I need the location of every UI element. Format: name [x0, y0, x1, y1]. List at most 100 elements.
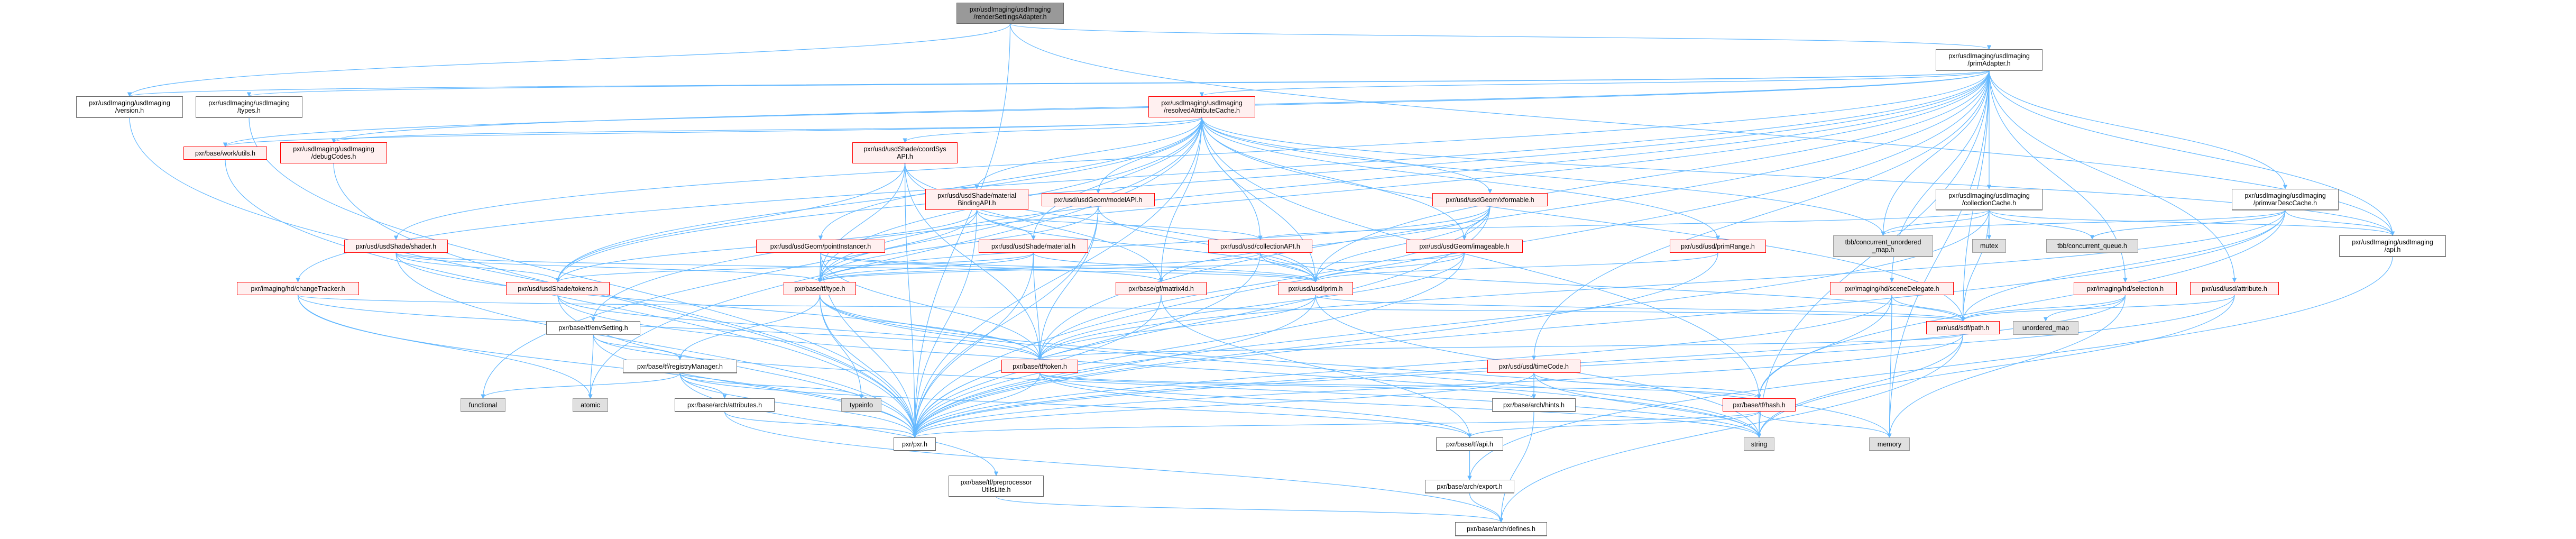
edge-sdfPath-to-string: [1756, 334, 1964, 438]
edge-rac-to-workUtils: [223, 117, 1202, 147]
graph-node-primvar-desc-cache[interactable]: pxr/usdImaging/usdImaging /primvarDescCa…: [2232, 189, 2339, 210]
graph-node-matrix4d[interactable]: pxr/base/gf/matrix4d.h: [1116, 282, 1207, 295]
edge-primAdapter-to-token: [1037, 70, 1990, 360]
edge-primAdapter-to-tokens: [555, 70, 1990, 282]
graph-node-tbb-queue[interactable]: tbb/concurrent_queue.h: [2046, 239, 2138, 252]
edge-primAdapter-to-pxr: [912, 70, 1990, 438]
graph-node-tokens[interactable]: pxr/usd/usdShade/tokens.h: [506, 282, 610, 295]
edge-matrix4d-to-tfApi: [1161, 295, 1472, 438]
edge-imageable-to-pxr: [912, 252, 1465, 438]
graph-node-prim-range[interactable]: pxr/usd/usd/primRange.h: [1670, 240, 1766, 253]
graph-node-material[interactable]: pxr/usd/usdShade/material.h: [979, 240, 1088, 253]
graph-node-debug-codes[interactable]: pxr/usdImaging/usdImaging /debugCodes.h: [280, 142, 387, 163]
edge-matBinding-to-pxr: [912, 209, 978, 438]
edge-envSetting-to-atomic: [588, 334, 594, 399]
edge-imageable-to-token: [1037, 252, 1465, 360]
edge-primAdapter-to-typeH: [817, 70, 1990, 282]
graph-node-memory[interactable]: memory: [1869, 437, 1910, 451]
edge-workUtils-to-pxr: [225, 159, 917, 438]
edge-timeCode-to-pxr: [912, 372, 1534, 438]
graph-node-work-utils[interactable]: pxr/base/work/utils.h: [183, 147, 267, 160]
edge-shader-to-pxr: [395, 252, 917, 438]
graph-node-token[interactable]: pxr/base/tf/token.h: [1001, 360, 1078, 373]
edge-rac-to-matBinding: [974, 117, 1202, 189]
graph-node-type-h[interactable]: pxr/base/tf/type.h: [784, 282, 856, 295]
edge-modelAPI-to-token: [1037, 206, 1099, 360]
edge-collectionAPI-to-prim: [1259, 252, 1318, 282]
graph-node-imageable[interactable]: pxr/usd/usdGeom/imageable.h: [1406, 240, 1523, 253]
edge-rac-to-coordSys: [903, 117, 1202, 143]
graph-node-scene-delegate[interactable]: pxr/imaging/hd/sceneDelegate.h: [1830, 282, 1954, 295]
edge-prim-to-sdfPath: [1315, 295, 1965, 322]
edge-imageable-to-typeH: [817, 252, 1465, 282]
graph-node-export[interactable]: pxr/base/arch/export.h: [1425, 480, 1514, 493]
edge-matBinding-to-prim: [976, 209, 1318, 282]
graph-node-time-code[interactable]: pxr/usd/usd/timeCode.h: [1487, 360, 1580, 373]
edge-primAdapter-to-primvarDescCache: [1989, 70, 2288, 189]
edge-xformable-to-token: [1037, 206, 1491, 360]
graph-node-hash[interactable]: pxr/base/tf/hash.h: [1723, 398, 1796, 412]
graph-node-registry-manager[interactable]: pxr/base/tf/registryManager.h: [623, 360, 737, 373]
graph-node-tbb-map[interactable]: tbb/concurrent_unordered _map.h: [1833, 235, 1933, 257]
graph-node-functional[interactable]: functional: [461, 398, 505, 412]
edge-coordSys-to-pxr: [904, 163, 917, 438]
graph-node-preproc[interactable]: pxr/base/tf/preprocessor UtilsLite.h: [949, 476, 1044, 497]
edge-archAttributes-to-pxr: [724, 411, 917, 438]
edge-timeCode-to-hash: [1533, 372, 1762, 399]
graph-node-rsa[interactable]: pxr/usdImaging/usdImaging /renderSetting…: [956, 3, 1064, 24]
graph-node-typeinfo[interactable]: typeinfo: [841, 398, 881, 412]
graph-node-pxr[interactable]: pxr/pxr.h: [894, 437, 936, 451]
edge-registryManager-to-pxr: [679, 372, 917, 438]
graph-node-api[interactable]: pxr/usdImaging/usdImaging /api.h: [2339, 235, 2446, 257]
graph-node-unordered-map[interactable]: unordered_map: [2013, 321, 2078, 334]
edge-token-to-hash: [1039, 372, 1761, 399]
graph-node-defines[interactable]: pxr/base/arch/defines.h: [1455, 522, 1547, 536]
edge-rsa-to-primAdapter: [1009, 23, 1991, 50]
edge-primRange-to-pxr: [912, 252, 1718, 438]
graph-node-arch-attributes[interactable]: pxr/base/arch/attributes.h: [675, 398, 775, 412]
graph-node-atomic[interactable]: atomic: [573, 398, 608, 412]
edge-primvarDescCache-to-pxr: [912, 209, 2286, 438]
edge-rac-to-debugCodes: [332, 117, 1202, 143]
graph-node-mat-binding[interactable]: pxr/usd/usdShade/material BindingAPI.h: [925, 189, 1028, 210]
edge-attribute-to-sdfPath: [1961, 295, 2235, 322]
edge-attribute-to-string: [1756, 295, 2235, 438]
edge-layer: [127, 23, 2395, 523]
graph-node-shader[interactable]: pxr/usd/usdShade/shader.h: [344, 240, 448, 253]
edge-imageable-to-prim: [1313, 252, 1465, 282]
edge-token-to-hints: [1039, 372, 1536, 399]
edge-xformable-to-prim: [1313, 206, 1491, 282]
graph-node-prim[interactable]: pxr/usd/usd/prim.h: [1278, 282, 1353, 295]
graph-node-string[interactable]: string: [1744, 437, 1774, 451]
edge-rac-to-xformable: [1201, 117, 1493, 194]
edge-modelAPI-to-typeH: [817, 206, 1099, 282]
edge-sdfPath-to-defines: [1498, 334, 1964, 523]
graph-node-change-tracker[interactable]: pxr/imaging/hd/changeTracker.h: [237, 282, 359, 295]
graph-node-prim-adapter[interactable]: pxr/usdImaging/usdImaging /primAdapter.h: [1936, 49, 2043, 70]
graph-node-sdf-path[interactable]: pxr/usd/sdf/path.h: [1926, 321, 2000, 334]
graph-node-env-setting[interactable]: pxr/base/tf/envSetting.h: [546, 321, 640, 334]
graph-node-hints[interactable]: pxr/base/arch/hints.h: [1492, 398, 1576, 412]
graph-node-rac[interactable]: pxr/usdImaging/usdImaging /resolvedAttri…: [1148, 96, 1255, 117]
edge-typeH-to-pxr: [819, 295, 917, 438]
edge-collectionCache-to-collectionAPI: [1258, 209, 1990, 240]
graph-node-model-a-p-i[interactable]: pxr/usd/usdGeom/modelAPI.h: [1042, 193, 1155, 206]
graph-node-point-instancer[interactable]: pxr/usd/usdGeom/pointInstancer.h: [756, 240, 885, 253]
edge-hash-to-memory: [1759, 411, 1892, 438]
graph-node-xformable[interactable]: pxr/usd/usdGeom/xformable.h: [1432, 193, 1548, 206]
graph-node-tf-api[interactable]: pxr/base/tf/api.h: [1436, 437, 1503, 451]
graph-node-collection-a-p-i[interactable]: pxr/usd/usd/collectionAPI.h: [1208, 240, 1312, 253]
edge-rac-to-pointInstancer: [818, 117, 1202, 240]
edge-archAttributes-to-defines: [724, 411, 1504, 523]
edge-sceneDelegate-to-memory: [1887, 295, 1892, 438]
graph-node-collection-cache[interactable]: pxr/usdImaging/usdImaging /collectionCac…: [1936, 189, 2043, 210]
graph-node-attribute[interactable]: pxr/usd/usd/attribute.h: [2190, 282, 2279, 295]
edge-rac-to-atomic: [588, 117, 1202, 399]
graph-node-selection[interactable]: pxr/imaging/hd/selection.h: [2074, 282, 2177, 295]
graph-node-types[interactable]: pxr/usdImaging/usdImaging /types.h: [196, 96, 302, 117]
graph-node-mutex[interactable]: mutex: [1972, 239, 2006, 252]
graph-node-version[interactable]: pxr/usdImaging/usdImaging /version.h: [76, 96, 183, 117]
edge-registryManager-to-typeinfo: [679, 372, 864, 399]
graph-node-coord-sys[interactable]: pxr/usd/usdShade/coordSys API.h: [852, 142, 958, 163]
edge-sceneDelegate-to-sdfPath: [1891, 295, 1965, 322]
